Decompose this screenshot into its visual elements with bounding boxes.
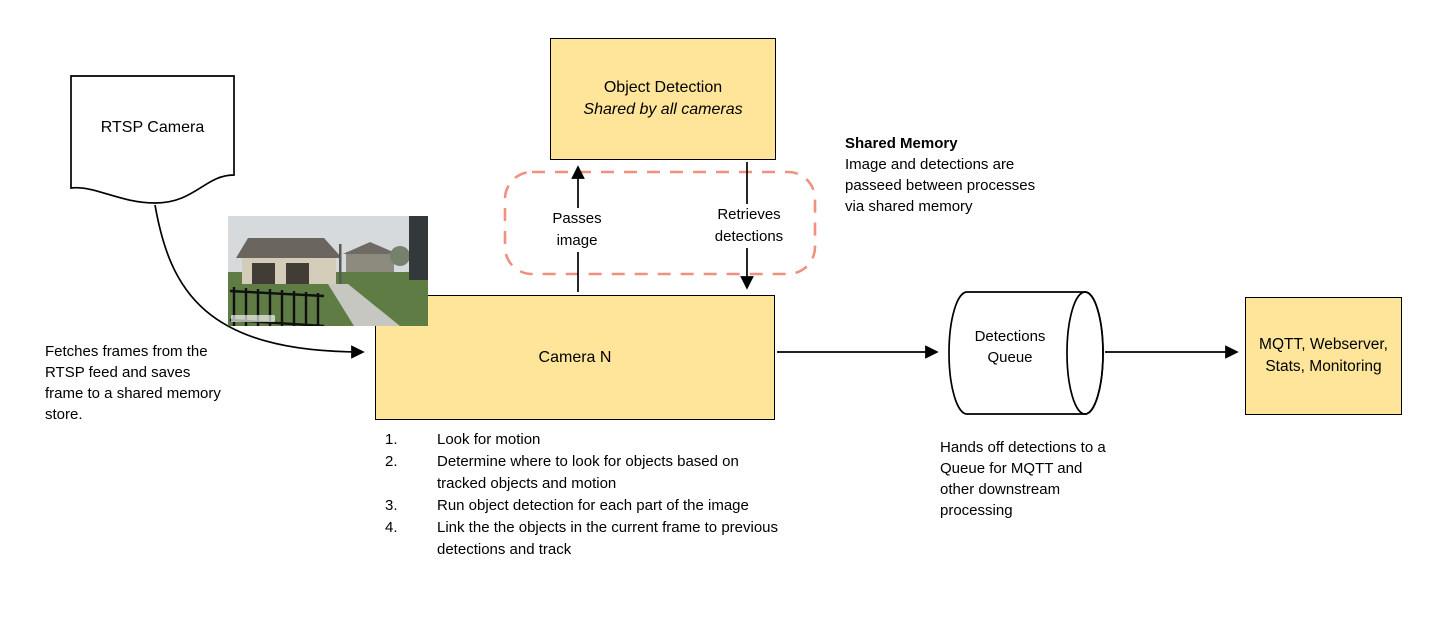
rtsp-camera-label: RTSP Camera — [100, 119, 205, 136]
camera-steps-list: Look for motion Determine where to look … — [385, 429, 783, 561]
outputs-node: MQTT, Webserver, Stats, Monitoring — [1245, 297, 1402, 415]
camera-step: Link the the objects in the current fram… — [437, 519, 779, 558]
detections-queue-label: Detections Queue — [974, 328, 1046, 366]
retrieves-detections-label: Retrieves detections — [705, 204, 793, 248]
camera-n-label: Camera N — [538, 348, 612, 366]
shared-memory-note: Shared Memory Image and detections are p… — [845, 133, 1053, 217]
rtsp-camera-node: RTSP Camera — [70, 75, 235, 210]
queue-handoff-note: Hands off detections to a Queue for MQTT… — [940, 439, 1106, 519]
document-shape-icon — [70, 75, 235, 204]
object-detection-subtitle: Shared by all cameras — [583, 101, 743, 118]
camera-step: Run object detection for each part of th… — [437, 497, 749, 514]
camera-step: Look for motion — [437, 431, 541, 448]
camera-snapshot-image — [228, 216, 428, 326]
detections-queue-shape — [948, 291, 1104, 415]
camera-n-node: Camera N — [375, 295, 775, 420]
passes-image-label: Passes image — [535, 208, 619, 252]
fetch-frames-note: Fetches frames from the RTSP feed and sa… — [45, 343, 221, 423]
object-detection-title: Object Detection — [603, 79, 723, 96]
shared-memory-note-title: Shared Memory — [845, 135, 958, 152]
outputs-label: MQTT, Webserver, Stats, Monitoring — [1259, 336, 1388, 375]
shared-memory-note-body: Image and detections are passeed between… — [845, 156, 1036, 215]
camera-step: Determine where to look for objects base… — [437, 453, 739, 492]
object-detection-node: Object Detection Shared by all cameras — [550, 38, 776, 160]
